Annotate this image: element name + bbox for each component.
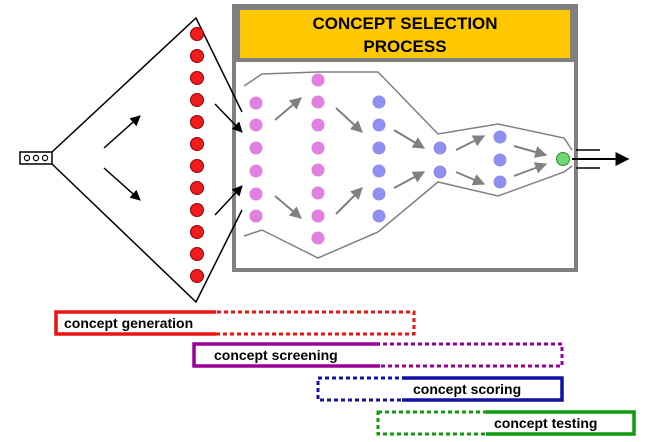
title-line-2: PROCESS — [363, 37, 446, 56]
concept-dot — [311, 141, 325, 155]
concept-dot — [190, 269, 204, 283]
concept-dot — [190, 93, 204, 107]
stage-label: concept scoring — [413, 381, 521, 397]
stage-generation: concept generation — [54, 310, 416, 336]
selection-frame — [232, 4, 578, 272]
concept-dot — [190, 203, 204, 217]
concept-dot — [372, 118, 386, 132]
concept-dot — [249, 187, 263, 201]
concept-dot — [190, 115, 204, 129]
concept-dot — [190, 137, 204, 151]
scoring-dots — [372, 95, 507, 223]
stage-bar-solid — [402, 376, 564, 402]
input-idea-dot — [41, 154, 49, 162]
concept-dot — [372, 141, 386, 155]
concept-dot — [372, 187, 386, 201]
input-idea-dot — [32, 154, 40, 162]
stage-scoring: concept scoring — [316, 376, 564, 402]
concept-dot — [311, 231, 325, 245]
title-line-1: CONCEPT SELECTION — [312, 14, 497, 33]
concept-dot — [190, 181, 204, 195]
input-idea-dot — [23, 154, 31, 162]
flow-arrow — [513, 162, 548, 177]
concept-dot — [311, 73, 325, 87]
generation-funnel-outline — [51, 163, 243, 304]
concept-dot — [433, 165, 447, 179]
selected-concept-dot — [556, 152, 570, 166]
concept-dot — [372, 209, 386, 223]
generation-funnel-outline — [51, 16, 243, 153]
converge-arrow — [214, 185, 243, 216]
concept-dot — [190, 71, 204, 85]
concept-dot — [190, 159, 204, 173]
stage-bar-solid — [192, 342, 380, 368]
stage-bar-solid — [486, 410, 636, 436]
stage-label: concept generation — [64, 315, 193, 331]
concept-dot — [372, 95, 386, 109]
diverge-arrow — [103, 115, 141, 149]
flow-arrow — [393, 129, 426, 149]
concept-dot — [249, 164, 263, 178]
concept-dot — [249, 96, 263, 110]
flow-arrow — [335, 187, 363, 215]
concept-dot — [311, 209, 325, 223]
flow-arrow — [274, 195, 302, 219]
screening-dots — [249, 73, 325, 245]
concept-dot — [311, 186, 325, 200]
flow-arrow — [335, 107, 363, 133]
title-box — [236, 6, 574, 62]
flow-arrow — [513, 145, 548, 158]
diverge-arrow — [103, 167, 141, 201]
concept-dot — [311, 118, 325, 132]
concept-dot — [190, 225, 204, 239]
concept-dot — [433, 141, 447, 155]
stage-testing: concept testing — [376, 410, 636, 436]
flow-arrow — [393, 171, 426, 189]
concept-dot — [249, 141, 263, 155]
stage-screening: concept screening — [192, 342, 564, 368]
selection-funnel-outline — [243, 165, 573, 259]
concept-dot — [372, 164, 386, 178]
flow-arrow — [455, 135, 486, 151]
selection-funnel-outline — [243, 71, 573, 151]
concept-dot — [493, 175, 507, 189]
concept-dot — [493, 153, 507, 167]
concept-dot — [493, 130, 507, 144]
flow-arrow — [455, 171, 486, 186]
stage-bar-solid — [54, 310, 216, 336]
concept-dot — [311, 95, 325, 109]
concept-dot — [190, 49, 204, 63]
concept-dot — [249, 209, 263, 223]
flow-arrows — [274, 97, 548, 219]
stage-label: concept testing — [494, 415, 597, 431]
concept-dot — [190, 27, 204, 41]
flow-arrow — [274, 97, 302, 121]
stage-label: concept screening — [214, 347, 338, 363]
concept-dot — [190, 247, 204, 261]
converge-arrow — [214, 103, 243, 133]
generation-dots — [190, 27, 204, 283]
concept-dot — [311, 163, 325, 177]
concept-dot — [249, 118, 263, 132]
